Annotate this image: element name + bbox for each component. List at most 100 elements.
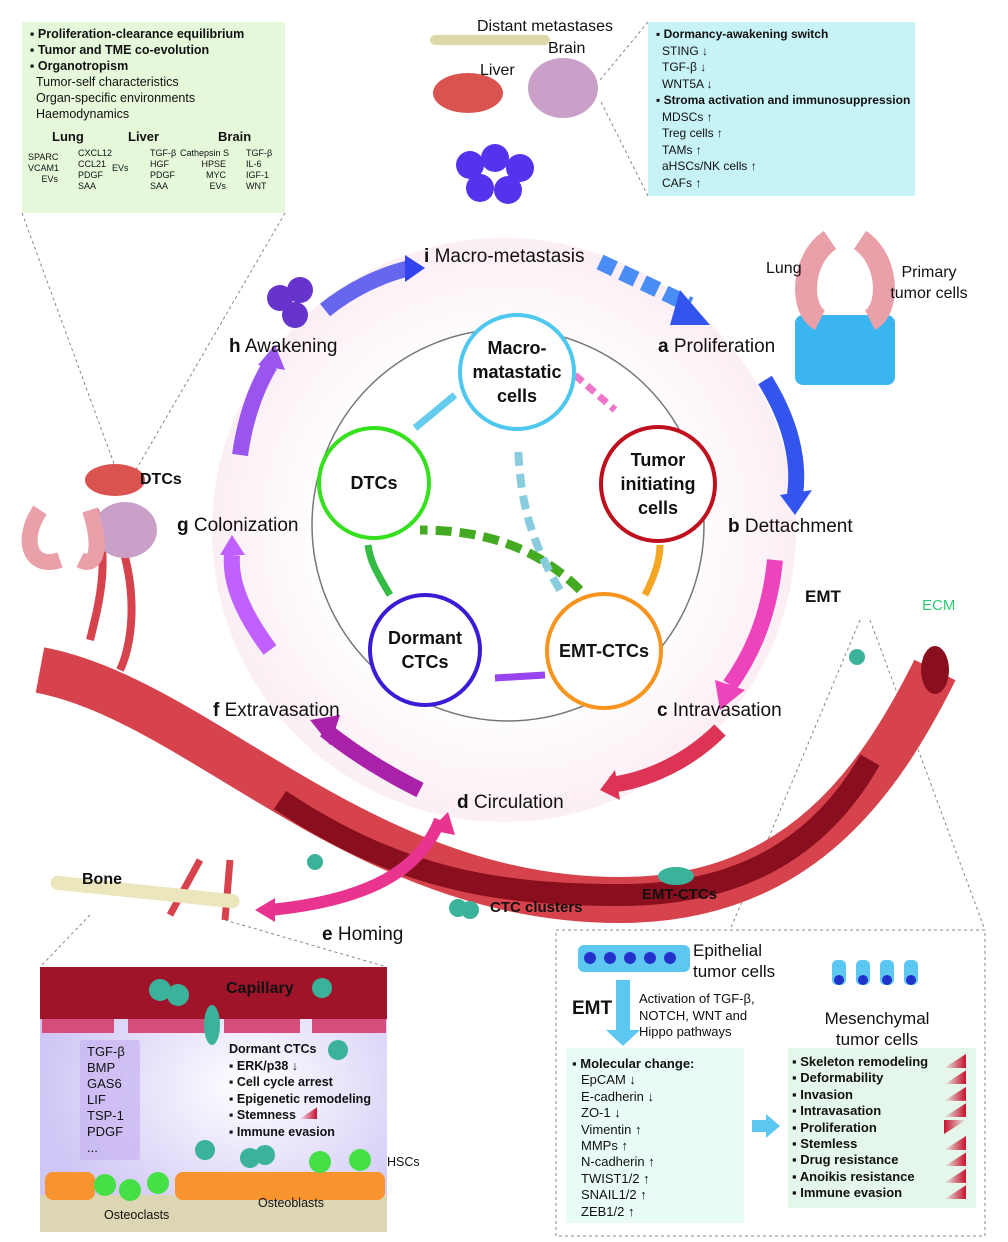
- emt-right-arrow: [766, 1114, 780, 1138]
- label-dtcs: DTCs: [140, 471, 182, 488]
- lung-dtc: [21, 505, 105, 570]
- heading: Stroma activation and immunosuppression: [663, 93, 911, 107]
- arrowheads: [220, 255, 812, 922]
- label-mesenchymal: Mesenchymal tumor cells: [824, 1009, 930, 1049]
- metastasis-cluster: [456, 144, 534, 204]
- factor: PDGF: [78, 170, 104, 180]
- label-distant: Distant metastases: [477, 18, 614, 35]
- stage-proliferation: a Proliferation: [658, 336, 776, 357]
- label-emt-process: EMT: [572, 998, 613, 1019]
- dashed-connectors: [21, 21, 986, 968]
- item: TAMs ↑: [662, 142, 702, 157]
- state-tic: Tumor initiating cells: [620, 450, 696, 518]
- organ-lung: Lung: [52, 129, 84, 144]
- tic-circle: [599, 425, 717, 543]
- label-ctc-clusters: CTC clusters: [490, 899, 583, 916]
- factor: LIF: [87, 1092, 106, 1107]
- label-osteoclasts: Osteoclasts: [104, 1208, 170, 1222]
- increase-triangle-icon: [299, 1107, 318, 1119]
- macro-circle: [458, 313, 576, 431]
- awakening-panel-bg: [648, 22, 915, 196]
- bullet: ▪ Organotropism: [30, 59, 129, 73]
- stage-colonization: g Colonization: [177, 515, 299, 536]
- factor: ...: [87, 1140, 98, 1155]
- lung-image: [795, 230, 895, 330]
- stage-intravasation: c Intravasation: [657, 700, 782, 721]
- liver-dtc: [85, 464, 145, 496]
- label-bone: Bone: [82, 871, 122, 888]
- factor: TGF-β: [150, 148, 177, 158]
- label-capillary: Capillary: [226, 980, 294, 997]
- item: CAFs ↑: [662, 175, 702, 190]
- primary-tumor: [795, 315, 895, 385]
- item: MDSCs ↑: [662, 109, 713, 124]
- factor: MYC: [206, 170, 226, 180]
- dtcs-circle: [317, 426, 431, 540]
- stage-homing: e Homing: [322, 924, 404, 945]
- label-osteoblasts: Osteoblasts: [258, 1196, 325, 1210]
- item: STING ↓: [662, 43, 709, 58]
- factor: GAS6: [87, 1076, 122, 1091]
- bone-image-top: [430, 35, 550, 45]
- label-liver: Liver: [480, 62, 515, 79]
- mesenchymal-traits-list: ▪ Skeleton remodeling ▪ Deformability ▪ …: [792, 1054, 976, 1202]
- emt-down-arrow: [606, 1030, 640, 1046]
- label-brain: Brain: [548, 40, 586, 57]
- item: Treg cells ↑: [662, 126, 723, 140]
- molecular-change-list: ▪ Molecular change: EpCAM ↓E-cadherin ↓Z…: [572, 1056, 695, 1219]
- label-emt-ctcs: EMT-CTCs: [642, 886, 717, 903]
- awakening-panel: ▪ Dormancy-awakening switch STING ↓ TGF-…: [656, 27, 911, 190]
- state-macrometastatic: Macro- matastatic cells: [472, 338, 562, 406]
- label-epithelial: Epithelial tumor cells: [693, 941, 776, 981]
- stage-macro-metastasis: i Macro-metastasis: [424, 246, 585, 267]
- organotropism-panel-bg: [22, 22, 285, 213]
- item: aHSCs/NK cells ↑: [662, 159, 757, 173]
- factor: TSP-1: [87, 1108, 124, 1123]
- label-emt: EMT: [805, 587, 841, 606]
- heading: Dormancy-awakening switch: [663, 27, 829, 41]
- factor: PDGF: [87, 1124, 124, 1139]
- factor: BMP: [87, 1060, 116, 1075]
- dormant-circle: [368, 593, 482, 707]
- activation-text: Activation of TGF-β, NOTCH, WNT and Hipp…: [639, 991, 755, 1039]
- factor: CXCL12: [78, 148, 113, 158]
- state-dtcs: DTCs: [350, 473, 398, 493]
- factor: EVs: [41, 174, 58, 184]
- factor: HGF: [150, 159, 169, 169]
- factor: PDGF: [150, 170, 176, 180]
- factor: SAA: [150, 181, 169, 191]
- sub: Tumor-self characteristics: [36, 75, 179, 89]
- factor: VCAM1: [28, 163, 60, 173]
- item: TGF-β ↓: [662, 60, 707, 74]
- factor: EVs: [209, 181, 226, 191]
- bone-image: [50, 875, 240, 909]
- dormant-ctcs-features: Dormant CTCs ▪ ERK/p38 ↓ ▪ Cell cycle ar…: [229, 1042, 371, 1139]
- stage-detachment: b Dettachment: [728, 516, 853, 537]
- awakening-cells: [267, 277, 313, 328]
- stage-circulation: d Circulation: [457, 792, 564, 813]
- organotropism-panel: ▪ Proliferation-clearance equilibrium ▪ …: [30, 26, 244, 122]
- organ-liver: Liver: [128, 129, 160, 144]
- emt-panel: [555, 929, 986, 1237]
- label-hscs: HSCs: [387, 1155, 420, 1169]
- label-lung: Lung: [766, 260, 802, 277]
- bullet: ▪ Proliferation-clearance equilibrium: [30, 27, 245, 41]
- sub: Organ-specific environments: [36, 91, 196, 105]
- stage-extravasation: f Extravasation: [213, 700, 340, 721]
- factor: IGF-1: [246, 170, 270, 180]
- factor: SPARC: [28, 152, 59, 162]
- factor: TGF-β: [246, 148, 273, 158]
- stage-awakening: h Awakening: [229, 336, 338, 357]
- factor: HPSE: [201, 159, 226, 169]
- bullet: ▪ Tumor and TME co-evolution: [30, 43, 210, 57]
- sub: Haemodynamics: [36, 107, 130, 121]
- item: WNT5A ↓: [662, 76, 713, 91]
- label-ecm: ECM: [922, 597, 956, 614]
- emt-ctcs-circle: [545, 592, 663, 710]
- factor: TGF-β: [87, 1044, 125, 1059]
- brain-image: [528, 58, 598, 118]
- label-primary: Primary tumor cells: [890, 264, 968, 302]
- brain-dtc: [93, 502, 157, 558]
- factor: WNT: [246, 181, 267, 191]
